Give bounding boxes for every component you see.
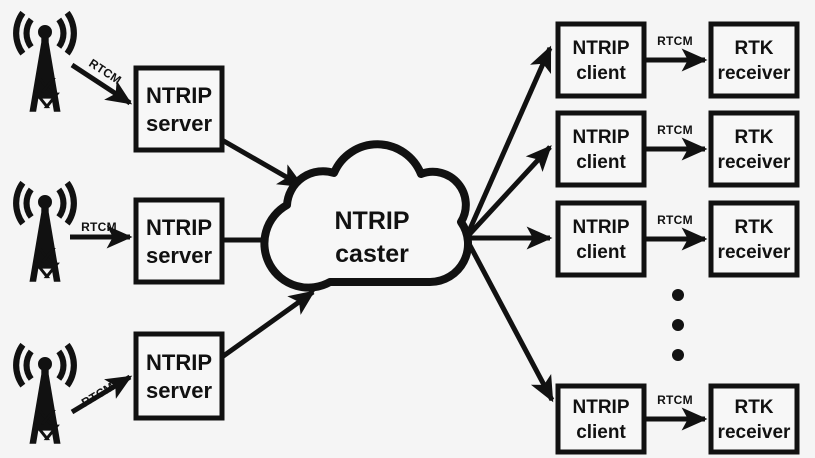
edge-label-rtcm: RTCM [657,213,693,227]
rtk-receiver-box[interactable] [708,21,800,99]
caster-to-client-arrow [464,145,552,240]
ntrip-client-label: NTRIP [573,217,630,238]
ntrip-client-label: NTRIP [573,38,630,59]
ntrip-server-box[interactable] [133,65,225,153]
edge-label-rtcm: RTCM [81,220,117,234]
caster-label: NTRIP [335,207,410,235]
rtk-receiver-label: RTK [734,38,773,59]
ntrip-client-label: NTRIP [573,397,630,418]
radio-tower-icon [13,342,77,444]
rtk-receiver-box[interactable] [708,110,800,188]
edge-label-rtcm: RTCM [657,393,693,407]
radio-tower-icon [13,180,77,282]
ntrip-server-label: server [146,243,213,268]
edge-label-rtcm: RTCM [657,123,693,137]
caster-to-client-arrow [463,236,555,403]
ntrip-server-label: NTRIP [146,350,212,375]
rtk-receiver-label: receiver [718,63,792,84]
server-to-caster-arrow [220,137,305,189]
radio-tower-icon [13,10,77,112]
ntrip-caster-cloud[interactable] [260,140,473,292]
ntrip-server-box[interactable] [133,197,225,285]
rtk-receiver-label: RTK [734,397,773,418]
ntrip-client-box[interactable] [555,21,647,99]
caster-label: caster [335,240,409,268]
rtk-receiver-label: receiver [718,242,792,263]
ellipsis-dot [672,319,684,331]
ntrip-server-box[interactable] [133,331,225,421]
server-to-caster-arrow [220,289,316,360]
ntrip-client-label: NTRIP [573,127,630,148]
rtk-receiver-label: RTK [734,127,773,148]
rtk-receiver-box[interactable] [708,200,800,278]
ntrip-server-label: server [146,111,213,136]
vertical-ellipsis [672,289,684,361]
ntrip-client-box[interactable] [555,200,647,278]
edge-label-rtcm: RTCM [79,379,117,409]
ntrip-client-label: client [576,63,626,84]
rtk-receiver-label: receiver [718,152,792,173]
ntrip-server-label: NTRIP [146,83,212,108]
ntrip-client-label: client [576,152,626,173]
edge-label-rtcm: RTCM [657,34,693,48]
edge-label-rtcm: RTCM [86,56,124,87]
ellipsis-dot [672,349,684,361]
ntrip-server-label: server [146,378,213,403]
tower-to-server-arrow [70,374,133,415]
ntrip-client-label: client [576,242,626,263]
ntrip-client-label: client [576,422,626,443]
rtk-receiver-label: receiver [718,422,792,443]
tower-to-server-arrow [70,62,133,106]
caster-to-client-arrow [463,45,553,240]
rtk-receiver-box[interactable] [708,383,800,455]
ntrip-client-box[interactable] [555,110,647,188]
ellipsis-dot [672,289,684,301]
rtk-receiver-label: RTK [734,217,773,238]
ntrip-server-label: NTRIP [146,215,212,240]
